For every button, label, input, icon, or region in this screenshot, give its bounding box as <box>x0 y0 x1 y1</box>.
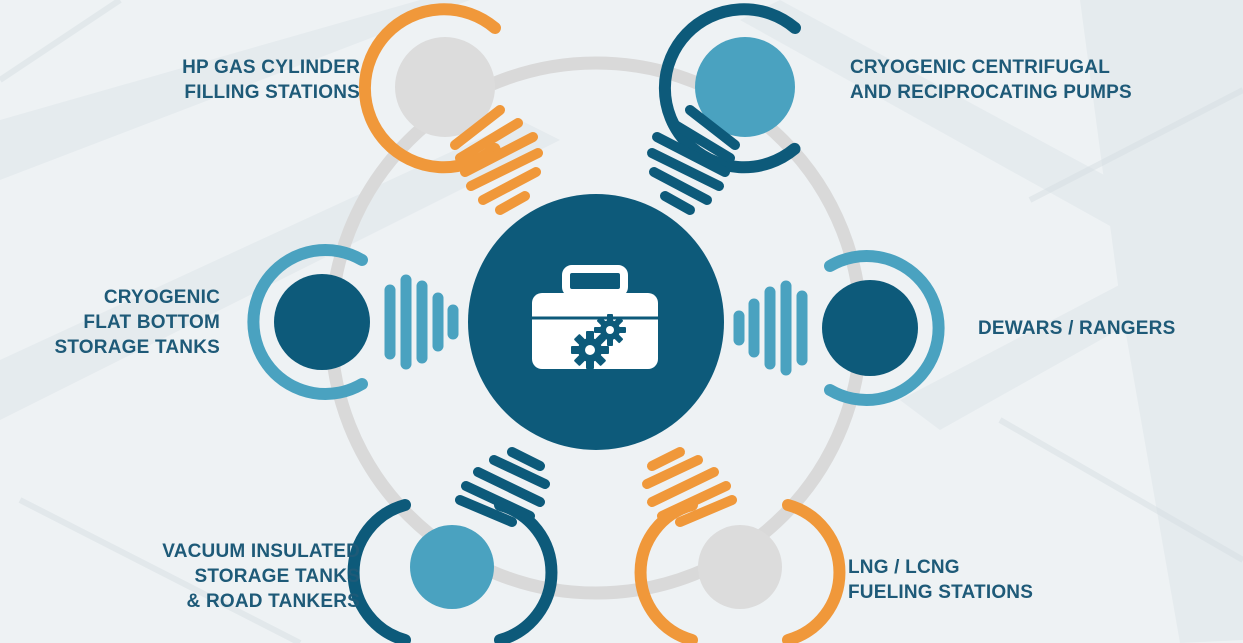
label-line: AND RECIPROCATING PUMPS <box>850 82 1132 103</box>
toolbox-gears-icon <box>532 265 658 369</box>
center-hub <box>468 194 724 450</box>
bulb-stripes <box>455 447 550 527</box>
label-line: STORAGE TANKS <box>54 337 220 358</box>
label-line: VACUUM INSULATED <box>162 541 360 562</box>
label-line: CRYOGENIC <box>103 287 220 308</box>
bulb-core <box>274 274 370 370</box>
bulb-outer-arc <box>358 3 501 174</box>
bulb-cryogenic-pumps <box>647 3 801 215</box>
bulb-outer-arc <box>824 250 945 406</box>
label-lng-lcng: LNG / LCNG FUELING STATIONS <box>848 555 1148 605</box>
label-hp-gas-cylinder: HP GAS CYLINDER FILLING STATIONS <box>80 55 360 105</box>
bulb-core <box>822 280 918 376</box>
label-line: & ROAD TANKERS <box>186 591 360 612</box>
bulb-outer-arc <box>658 3 801 174</box>
bulb-stripes <box>642 447 737 527</box>
label-cryogenic-pumps: CRYOGENIC CENTRIFUGAL AND RECIPROCATING … <box>850 55 1230 105</box>
label-line: STORAGE TANKS <box>194 566 360 587</box>
label-line: HP GAS CYLINDER <box>182 57 360 78</box>
bulb-core <box>695 37 795 137</box>
label-flat-bottom-tanks: CRYOGENIC FLAT BOTTOM STORAGE TANKS <box>0 285 220 360</box>
bulb-dewars-rangers <box>733 250 945 406</box>
bulb-lng-lcng <box>634 447 846 643</box>
bulb-core <box>410 525 494 609</box>
bulb-core <box>395 37 495 137</box>
label-line: DEWARS / RANGERS <box>978 318 1176 339</box>
label-line: FLAT BOTTOM <box>83 312 220 333</box>
bulb-stripes <box>647 105 740 215</box>
label-line: FUELING STATIONS <box>848 582 1034 603</box>
label-line: FILLING STATIONS <box>184 82 360 103</box>
bulb-stripes <box>450 105 543 215</box>
label-vacuum-insulated: VACUUM INSULATED STORAGE TANKS & ROAD TA… <box>60 539 360 614</box>
bulb-stripes <box>733 280 808 376</box>
bulb-flat-bottom-tanks <box>247 244 459 400</box>
label-line: LNG / LCNG <box>848 557 960 578</box>
label-line: CRYOGENIC CENTRIFUGAL <box>850 57 1110 78</box>
bulb-outer-arc <box>347 499 411 643</box>
bulb-core <box>698 525 782 609</box>
bulb-outer-arc-right <box>782 499 846 643</box>
bulb-outer-arc <box>247 244 368 400</box>
bulb-vacuum-insulated <box>347 447 558 643</box>
bulb-hp-gas-cylinder <box>358 3 543 215</box>
bulb-stripes <box>384 274 459 370</box>
label-dewars-rangers: DEWARS / RANGERS <box>978 316 1238 341</box>
